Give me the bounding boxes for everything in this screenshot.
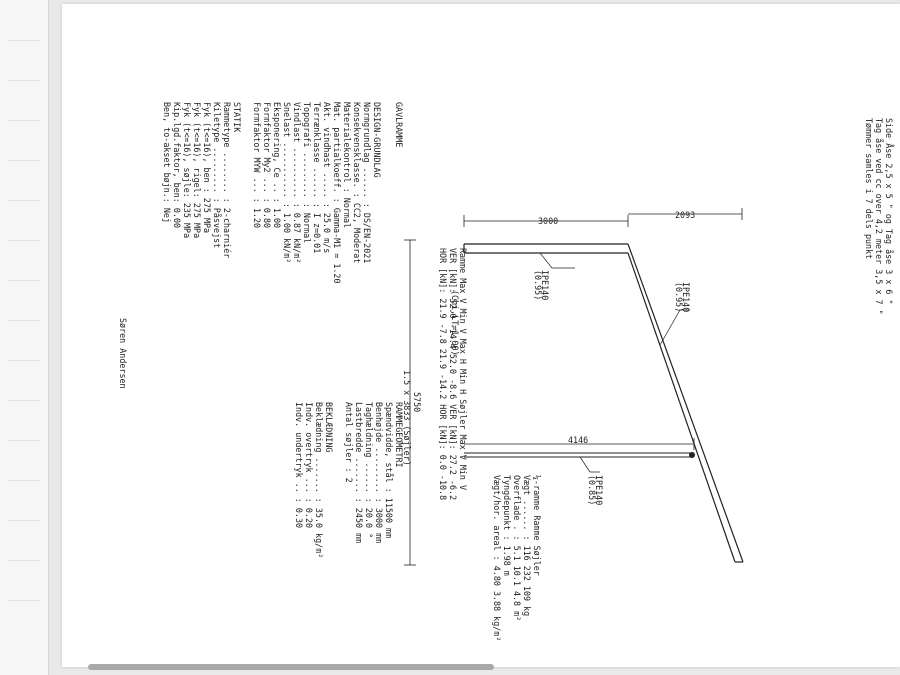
- table-line: Terrænklasse ...... : I z=0.01: [312, 102, 322, 253]
- page-thumbnail-sidebar[interactable]: [0, 0, 49, 675]
- hinge-marker: [689, 452, 695, 458]
- section-title: GAVLRAMME: [394, 102, 404, 147]
- header-block: Side Åse 2,5 x 5 " og Tag åse 3 x 6 " Ta…: [864, 118, 895, 315]
- table-line: Formfaktor MYW ... : 1.20: [252, 102, 262, 228]
- profile-util-rigel: (0.95): [533, 270, 543, 300]
- table-line: Normgrundlag ...... : DS/EN-2021: [362, 102, 372, 263]
- signature: Søren Andersen: [118, 318, 128, 389]
- table-line: Materialekontrol : Normal: [342, 102, 352, 228]
- table-line: Akt. vindhast ..... : 25.0 m/s: [322, 102, 332, 253]
- table-line: DESIGN-GRUNDLAG: [372, 102, 382, 178]
- table-line: Formfaktor My2 ... : 0.80: [262, 102, 272, 228]
- frame-geometry-table: RAMMEGEOMETRI Spændvidde, stål : 11500 m…: [294, 402, 404, 558]
- horizontal-scrollbar[interactable]: [88, 664, 494, 670]
- profile-util-ben: (0.95): [674, 282, 684, 312]
- table-line: Topografi ......... : Normal: [302, 102, 312, 243]
- table-line: BEKLÆDNING: [324, 402, 334, 452]
- document-page: [62, 4, 900, 667]
- profile-label-soejle: IPE140: [594, 475, 604, 505]
- table-line: Vindlast .......... : 0.87 kN/m²: [292, 102, 302, 263]
- table-line: Eksponering, Ce .. : 1.00: [272, 102, 282, 228]
- table-line: Mat. partialkoeff. : Gamma-M1 = 1.20: [332, 102, 342, 284]
- chi-label: (Chi,LT=1.00): [450, 290, 460, 356]
- header-line-2: Tag åse ved cc over 4,2 meter 3,5 x 7 ": [874, 118, 884, 315]
- table-line: Snelast ........... : 1.00 kN/m²: [282, 102, 292, 263]
- dim-2093: 2093: [675, 210, 695, 220]
- table-line: Lastbredde ....... : 2450 mm: [354, 402, 364, 543]
- table-line: Indv. overtryk ... : 0.20: [304, 402, 314, 528]
- table-line: Kip.lgd.faktor, ben: 0.00: [172, 102, 182, 228]
- weight-line: Tyngdepunkt : 1.98 m: [502, 475, 512, 576]
- dim-3000: 3000: [538, 216, 558, 226]
- table-line: Benhøjde ......... : 3000 mm: [374, 402, 384, 543]
- weight-line: Overflade . : 5.1 10.1 4.8 m²: [512, 475, 522, 621]
- profile-label-rigel: IPE140: [540, 270, 550, 300]
- table-line: RAMMEGEOMETRI: [394, 402, 404, 468]
- reactions-row: VER [kN]: 52.0 -14.4 52.0 -8.6 VER [kN]:…: [448, 248, 458, 500]
- weight-line: Vægt ...... : 116 232 109 kg: [522, 475, 532, 616]
- header-line-1: Side Åse 2,5 x 5 " og Tag åse 3 x 6 ": [884, 118, 895, 305]
- table-line: Taghældning ...... : 20.0 °: [364, 402, 374, 538]
- weight-line: Vægt/hor. areal : 4.80 3.88 kg/m²: [492, 475, 502, 641]
- reactions-row: HOR [kN]: 21.9 -7.8 21.9 -14.2 HOR [kN]:…: [438, 248, 448, 500]
- reactions-block: (Chi,LT=1.00) Ramme Max V Min V Max H Mi…: [438, 248, 468, 500]
- weight-block: ¼-ramme Ramme Søjler Vægt ...... : 116 2…: [492, 475, 542, 641]
- design-basis-table: DESIGN-GRUNDLAG Normgrundlag ...... : DS…: [162, 102, 382, 284]
- reactions-row: Ramme Max V Min V Max H Min H Søjler Max…: [458, 248, 468, 490]
- profile-label-ben: IPE140: [681, 282, 691, 312]
- header-line-3: Tømmer samles i 7 dels punkt: [864, 118, 874, 259]
- profile-util-soejle: (0.85): [587, 475, 597, 505]
- dim-5750: 5750: [412, 392, 422, 412]
- span-note: 1.5 x 3833 (Søjler): [402, 370, 412, 466]
- weight-line: ¼-ramme Ramme Søjler: [532, 475, 542, 576]
- table-line: Fyk (t<=16), søjle: 235 MPa: [182, 102, 192, 238]
- table-line: Fyk (t<=16), ben : 275 MPa: [202, 102, 212, 233]
- table-line: STATIK: [232, 102, 242, 133]
- table-line: Antal søjler : 2: [344, 402, 354, 483]
- table-line: Spændvidde, stål : 11500 mm: [384, 402, 394, 538]
- table-line: Beklædning ....... : 35.0 kg/m²: [314, 402, 324, 558]
- table-line: Indv. undertryk .. : 0.30: [294, 402, 304, 528]
- table-line: Kiletype ......... : Påsvejst: [212, 102, 222, 248]
- table-line: Konsekvensklasse. : CC2, Moderat: [352, 102, 362, 263]
- table-line: Rammetype ........ : 2-charniér: [222, 102, 232, 258]
- table-line: Fyk (t<=16), rigel: 275 MPa: [192, 102, 202, 238]
- table-line: Ben, to-akset bøjn.: Nej: [162, 102, 172, 223]
- frame-drawing: [404, 208, 744, 566]
- dim-4146: 4146: [568, 435, 588, 445]
